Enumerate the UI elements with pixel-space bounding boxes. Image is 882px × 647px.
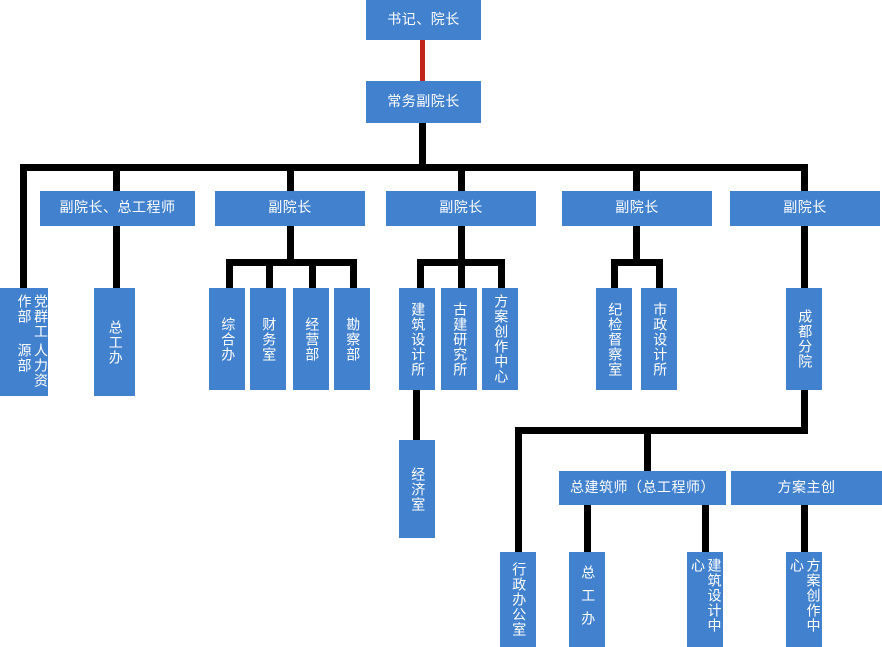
connector-president-to-exec-vp <box>420 40 425 81</box>
node-scheme-lead[interactable]: 方案主创 <box>731 471 882 505</box>
connector-vp3-drop-1 <box>417 259 424 290</box>
node-chengdu-branch[interactable]: 成都分院 <box>786 288 822 390</box>
connector-bus-drop-1 <box>20 164 27 290</box>
node-vp-4[interactable]: 副院长 <box>562 191 712 226</box>
connector-arch-institute-to-economics <box>413 390 420 441</box>
connector-vp4-drop-2 <box>656 259 663 290</box>
node-executive-vice-president[interactable]: 常务副院长 <box>366 81 481 123</box>
node-finance-office[interactable]: 财务室 <box>250 288 286 390</box>
node-operations-dept[interactable]: 经营部 <box>293 288 329 390</box>
connector-vp4-stem <box>633 226 640 260</box>
connector-bus-drop-2 <box>113 164 120 191</box>
node-vp-2[interactable]: 副院长 <box>215 191 365 226</box>
connector-exec-vp-down <box>419 123 426 165</box>
connector-bus-drop-6 <box>801 164 808 191</box>
node-chief-architect[interactable]: 总建筑师（总工程师） <box>559 471 726 505</box>
connector-vp3-drop-2 <box>458 259 465 290</box>
node-vp-3[interactable]: 副院长 <box>386 191 536 226</box>
connector-chief-architect-to-office <box>584 505 591 552</box>
connector-vp5-to-chengdu <box>801 226 808 290</box>
node-economics-office[interactable]: 经济室 <box>399 440 435 538</box>
connector-vp1-to-chief-eng-office <box>113 226 120 290</box>
node-hr-and-party-work[interactable]: 党群工作部 人力资源部 <box>0 288 48 396</box>
connector-vp2-drop-1 <box>226 259 233 290</box>
connector-vp4-bus <box>611 259 663 266</box>
connector-vp3-drop-3 <box>498 259 505 290</box>
node-chief-engineer-office[interactable]: 总工办 <box>94 288 135 396</box>
node-branch-scheme-creation-center[interactable]: 方案创作中心 <box>786 552 822 647</box>
connector-vp2-bus <box>226 259 357 266</box>
connector-scheme-lead-to-center <box>801 505 808 552</box>
node-branch-chief-engineer-office[interactable]: 总工办 <box>569 552 605 647</box>
node-arch-design-institute[interactable]: 建筑设计所 <box>399 288 435 390</box>
connector-vp2-drop-4 <box>350 259 357 290</box>
connector-vp2-drop-2 <box>266 259 273 290</box>
connector-bus-drop-4 <box>458 164 465 191</box>
connector-chengdu-drop-admin <box>515 427 522 552</box>
node-general-office[interactable]: 综合办 <box>209 288 245 390</box>
node-municipal-design-institute[interactable]: 市政设计所 <box>641 288 677 390</box>
connector-vp4-drop-1 <box>611 259 618 290</box>
connector-chengdu-drop-chief-architect <box>644 427 651 474</box>
node-ancient-arch-institute[interactable]: 古建研究所 <box>441 288 477 390</box>
node-hr-dept-label: 党群工作部 <box>15 294 48 339</box>
connector-vp2-stem <box>287 226 294 260</box>
node-party-work-dept-label: 人力资源部 <box>15 343 48 388</box>
node-arch-design-center[interactable]: 建筑设计中心 <box>687 552 723 647</box>
connector-bus-drop-5 <box>633 164 640 191</box>
node-admin-office[interactable]: 行政办公室 <box>500 552 536 647</box>
node-secretary-president[interactable]: 书记、院长 <box>366 0 481 40</box>
connector-vp2-drop-3 <box>309 259 316 290</box>
connector-bus-drop-3 <box>287 164 294 191</box>
connector-main-bus <box>20 164 808 171</box>
connector-chengdu-down <box>801 390 808 434</box>
connector-vp3-stem <box>458 226 465 260</box>
node-vp-chief-engineer[interactable]: 副院长、总工程师 <box>40 191 195 226</box>
connector-chief-architect-to-design-center <box>702 505 709 552</box>
node-survey-dept[interactable]: 勘察部 <box>334 288 370 390</box>
node-vp-5[interactable]: 副院长 <box>730 191 880 226</box>
node-discipline-inspection-office[interactable]: 纪检督察室 <box>596 288 632 390</box>
node-scheme-creation-center[interactable]: 方案创作中心 <box>482 288 518 390</box>
connector-chengdu-bus <box>515 427 808 434</box>
